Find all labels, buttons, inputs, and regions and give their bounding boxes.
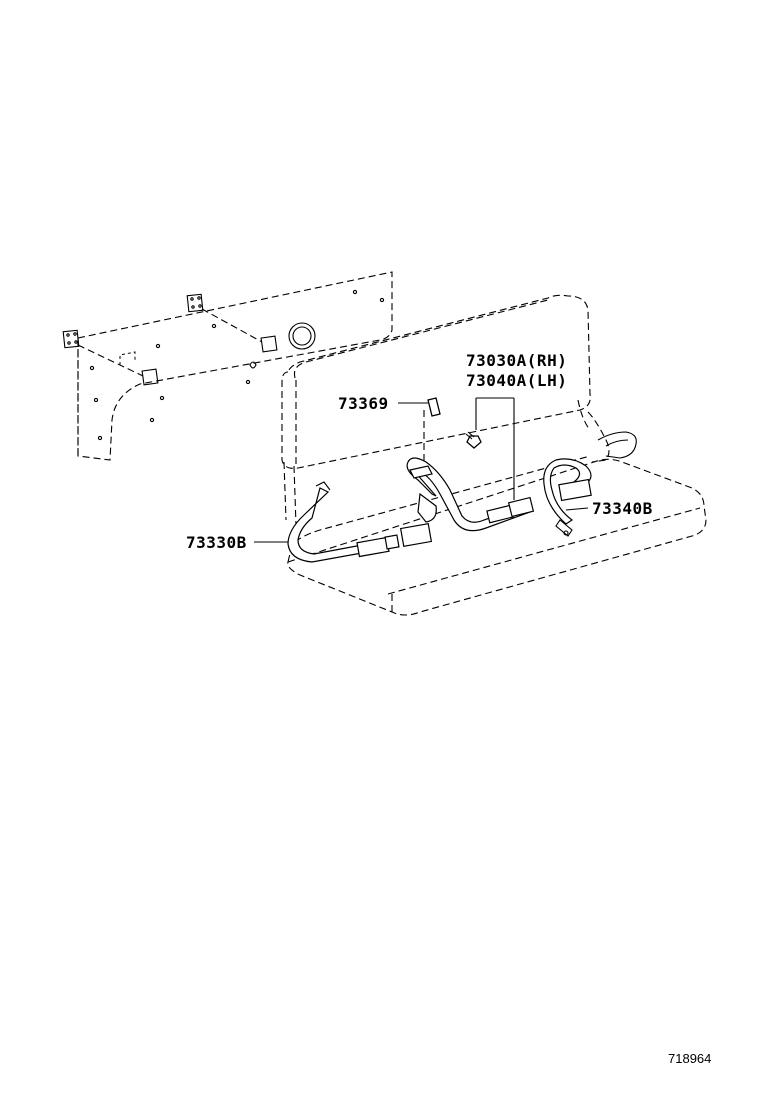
- right-buckle: [558, 478, 592, 502]
- panel-round-opening: [288, 322, 316, 350]
- bolt: [465, 431, 482, 449]
- anchor-plates: [62, 293, 263, 377]
- callout-73340b: 73340B: [592, 499, 653, 518]
- rear-panel: [77, 271, 393, 461]
- callout-73369: 73369: [338, 394, 389, 413]
- callout-73330b: 73330B: [186, 533, 247, 552]
- callout-73030a-rh: 73030A(RH): [466, 351, 567, 370]
- bracket-73369: [423, 397, 441, 470]
- seat-cushion: [287, 455, 707, 616]
- belt-73340b: [543, 458, 592, 537]
- belt-73330b: [287, 481, 433, 563]
- panel-mount-right: [260, 335, 278, 353]
- figure-number: 718964: [668, 1051, 711, 1066]
- callout-73040a-lh: 73040A(LH): [466, 371, 567, 390]
- left-buckle: [399, 523, 433, 547]
- belt-73030a-73040a: [406, 457, 535, 532]
- panel-mount-left: [141, 368, 159, 386]
- seat-back: [281, 294, 610, 526]
- panel-holes: [89, 289, 385, 441]
- leader-lines: [254, 397, 589, 543]
- side-latch: [597, 431, 637, 459]
